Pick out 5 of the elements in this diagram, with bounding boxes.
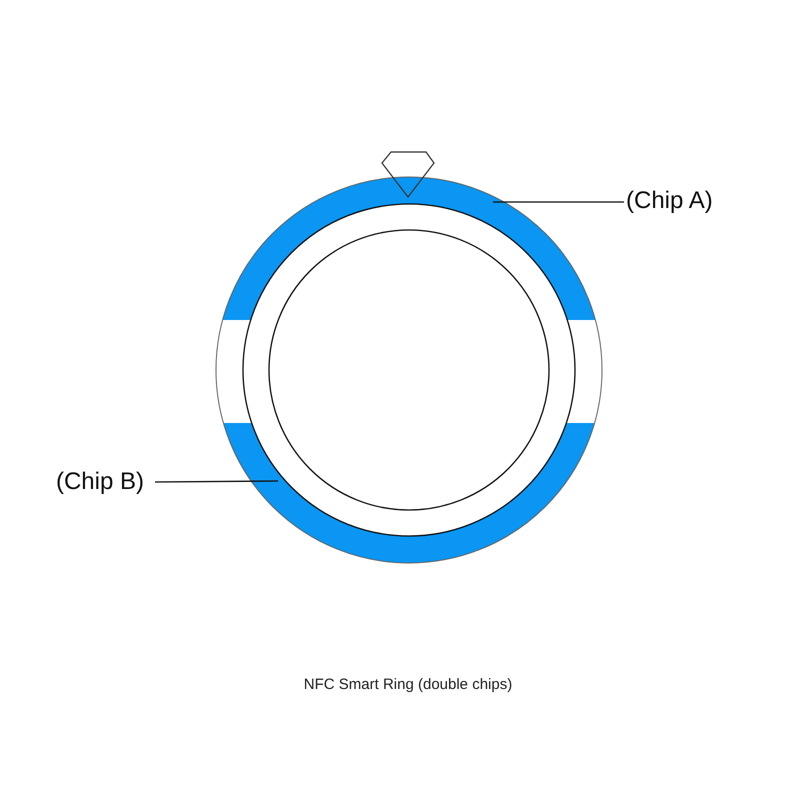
- leader-line: [493, 201, 624, 203]
- leader-line: [155, 480, 278, 483]
- chip-label: (Chip A): [626, 185, 713, 217]
- chip-label: (Chip B): [56, 466, 144, 498]
- caption: NFC Smart Ring (double chips): [302, 675, 514, 695]
